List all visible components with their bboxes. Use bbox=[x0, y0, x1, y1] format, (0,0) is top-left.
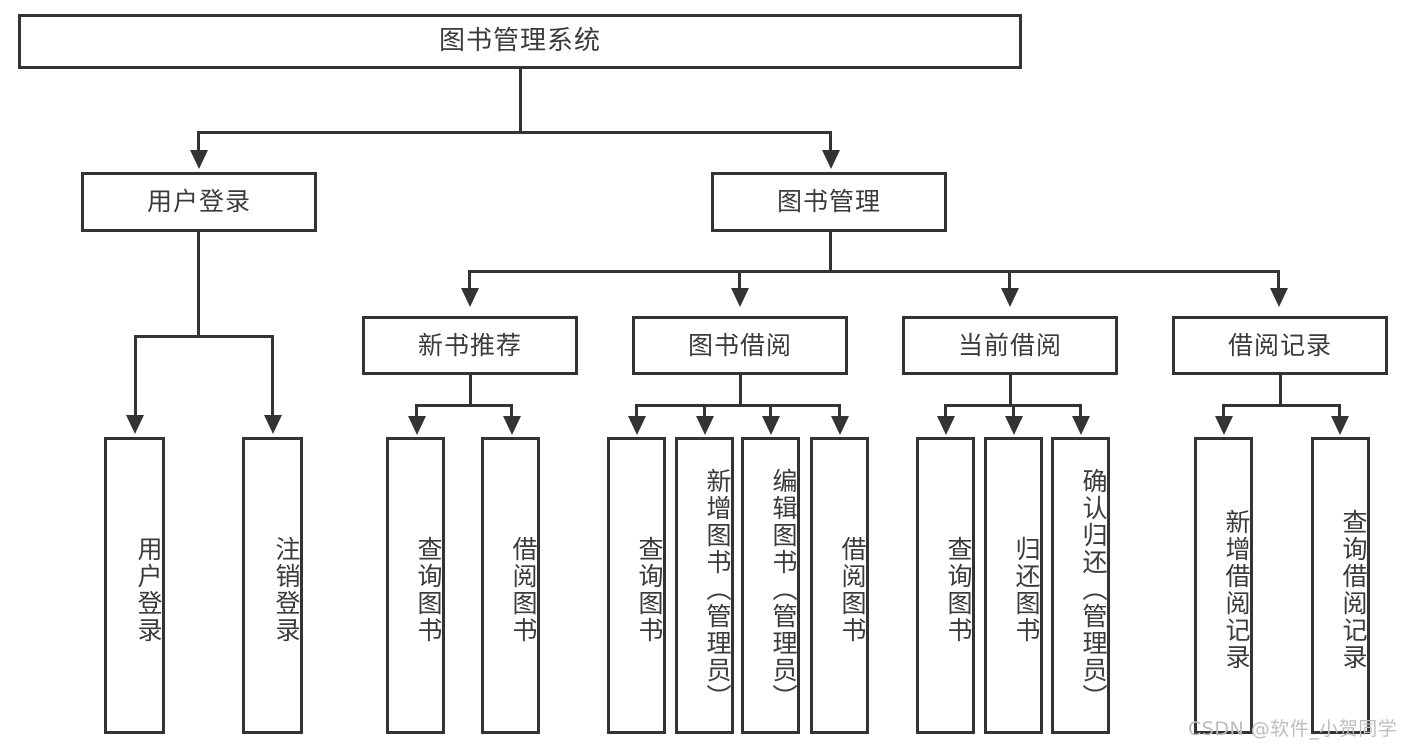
node-label: 新增借阅记录 bbox=[1222, 508, 1251, 671]
arrowhead-icon bbox=[1215, 416, 1233, 435]
connector-book-borrow-leaf-3 bbox=[769, 404, 772, 418]
connector-book-borrow-stem bbox=[739, 375, 742, 404]
connector-user-login-stem bbox=[197, 232, 200, 335]
node-label: 借阅图书 bbox=[838, 535, 867, 644]
node-label: 查询图书 bbox=[414, 535, 443, 644]
node-label: 编辑图书（管理员） bbox=[769, 468, 798, 711]
connector-book-borrow-leaf-1 bbox=[635, 404, 638, 418]
connector-current-borrow-leaf-2 bbox=[1012, 404, 1015, 418]
arrowhead-icon bbox=[264, 415, 282, 434]
arrowhead-icon bbox=[1072, 416, 1090, 435]
connector-current-borrow-stem bbox=[1009, 375, 1012, 404]
node-label: 借阅图书 bbox=[509, 535, 538, 644]
node-label: 归还图书 bbox=[1012, 535, 1041, 644]
connector-new-book-stem bbox=[469, 375, 472, 404]
leaf-user-login[interactable]: 用户登录 bbox=[104, 437, 165, 734]
node-label: 查询图书 bbox=[944, 535, 973, 644]
arrowhead-icon bbox=[190, 150, 208, 169]
connector-book-management-stem bbox=[829, 232, 832, 270]
node-label: 新书推荐 bbox=[417, 330, 522, 360]
leaf-confirm-return-admin[interactable]: 确认归还（管理员） bbox=[1051, 437, 1110, 734]
connector-borrow-record-stem bbox=[1279, 375, 1282, 404]
node-label: 当前借阅 bbox=[957, 330, 1062, 360]
node-label: 图书借阅 bbox=[687, 330, 792, 360]
connector-root-to-book-management bbox=[829, 131, 832, 153]
connector-borrow-record-leaf-2 bbox=[1338, 404, 1341, 418]
arrowhead-icon bbox=[937, 416, 955, 435]
node-current-borrow[interactable]: 当前借阅 bbox=[902, 316, 1118, 375]
node-label: 用户登录 bbox=[134, 535, 163, 644]
arrowhead-icon bbox=[831, 416, 849, 435]
arrowhead-icon bbox=[1001, 288, 1019, 307]
connector-to-borrow-record bbox=[1277, 270, 1280, 290]
node-root-library-management-system[interactable]: 图书管理系统 bbox=[18, 14, 1022, 69]
connector-current-borrow-leaf-1 bbox=[944, 404, 947, 418]
arrowhead-icon bbox=[762, 416, 780, 435]
node-user-login[interactable]: 用户登录 bbox=[81, 172, 317, 232]
connector-root-to-user-login bbox=[197, 131, 200, 153]
connector-root-bar bbox=[197, 131, 832, 134]
arrowhead-icon bbox=[126, 415, 144, 434]
connector-borrow-record-bar bbox=[1222, 404, 1341, 407]
arrowhead-icon bbox=[628, 416, 646, 435]
leaf-add-borrow-record[interactable]: 新增借阅记录 bbox=[1194, 437, 1253, 734]
connector-to-current-borrow bbox=[1008, 270, 1011, 290]
connector-user-login-leaf-2 bbox=[271, 335, 274, 418]
arrowhead-icon bbox=[1270, 288, 1288, 307]
node-label: 查询图书 bbox=[635, 535, 664, 644]
node-label: 查询借阅记录 bbox=[1339, 508, 1368, 671]
node-new-book-recommend[interactable]: 新书推荐 bbox=[362, 316, 578, 375]
arrowhead-icon bbox=[461, 288, 479, 307]
connector-book-management-bar bbox=[468, 270, 1280, 273]
node-label: 新增图书（管理员） bbox=[703, 468, 732, 711]
connector-user-login-leaf-1 bbox=[134, 335, 137, 418]
arrowhead-icon bbox=[503, 416, 521, 435]
leaf-logout[interactable]: 注销登录 bbox=[242, 437, 303, 734]
node-book-borrow[interactable]: 图书借阅 bbox=[632, 316, 848, 375]
connector-book-borrow-leaf-2 bbox=[703, 404, 706, 418]
node-label: 确认归还（管理员） bbox=[1079, 468, 1108, 711]
node-label: 图书管理 bbox=[776, 187, 881, 216]
connector-new-book-leaf-2 bbox=[510, 404, 513, 418]
node-label: 图书管理系统 bbox=[438, 25, 601, 56]
arrowhead-icon bbox=[1331, 416, 1349, 435]
node-label: 用户登录 bbox=[146, 187, 251, 216]
leaf-query-borrow-record[interactable]: 查询借阅记录 bbox=[1311, 437, 1370, 734]
connector-book-borrow-leaf-4 bbox=[838, 404, 841, 418]
node-label: 借阅记录 bbox=[1227, 330, 1332, 360]
leaf-query-book-recommend[interactable]: 查询图书 bbox=[386, 437, 445, 734]
connector-root-stem bbox=[519, 69, 522, 131]
arrowhead-icon bbox=[408, 416, 426, 435]
leaf-query-book-borrow[interactable]: 查询图书 bbox=[607, 437, 666, 734]
arrowhead-icon bbox=[731, 288, 749, 307]
connector-current-borrow-leaf-3 bbox=[1079, 404, 1082, 418]
connector-new-book-bar bbox=[415, 404, 513, 407]
node-book-management[interactable]: 图书管理 bbox=[711, 172, 947, 232]
leaf-borrow-book-recommend[interactable]: 借阅图书 bbox=[481, 437, 540, 734]
node-borrow-record[interactable]: 借阅记录 bbox=[1172, 316, 1388, 375]
leaf-borrow-book[interactable]: 借阅图书 bbox=[810, 437, 869, 734]
leaf-add-book-admin[interactable]: 新增图书（管理员） bbox=[675, 437, 734, 734]
connector-new-book-leaf-1 bbox=[415, 404, 418, 418]
leaf-return-book[interactable]: 归还图书 bbox=[984, 437, 1043, 734]
connector-to-book-borrow bbox=[738, 270, 741, 290]
connector-to-new-book-recommend bbox=[468, 270, 471, 290]
node-label: 注销登录 bbox=[272, 535, 301, 644]
connector-book-borrow-bar bbox=[635, 404, 840, 407]
leaf-edit-book-admin[interactable]: 编辑图书（管理员） bbox=[741, 437, 800, 734]
arrowhead-icon bbox=[696, 416, 714, 435]
leaf-query-book-current[interactable]: 查询图书 bbox=[916, 437, 975, 734]
connector-user-login-bar bbox=[134, 335, 274, 338]
arrowhead-icon bbox=[1005, 416, 1023, 435]
watermark-text: CSDN @软件_小贺同学 bbox=[1188, 718, 1398, 740]
arrowhead-icon bbox=[822, 150, 840, 169]
connector-borrow-record-leaf-1 bbox=[1222, 404, 1225, 418]
